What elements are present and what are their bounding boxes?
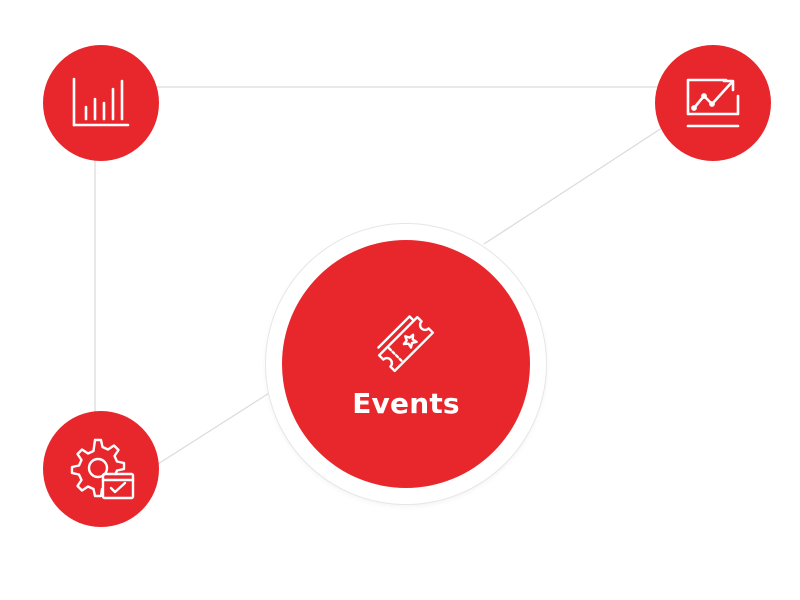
connector-hub-settings [157, 389, 275, 465]
ticket-icon [377, 314, 435, 372]
settings-node[interactable] [43, 411, 159, 527]
bar-chart-icon [72, 77, 130, 127]
growth-node[interactable] [655, 45, 771, 161]
hub-label: Events [352, 386, 460, 420]
connector-hub-growth [483, 123, 669, 245]
analytics-node[interactable] [43, 45, 159, 161]
events-hub[interactable]: Events [282, 240, 530, 488]
gear-checklist-icon [70, 438, 135, 500]
trending-up-monitor-icon [686, 78, 740, 128]
